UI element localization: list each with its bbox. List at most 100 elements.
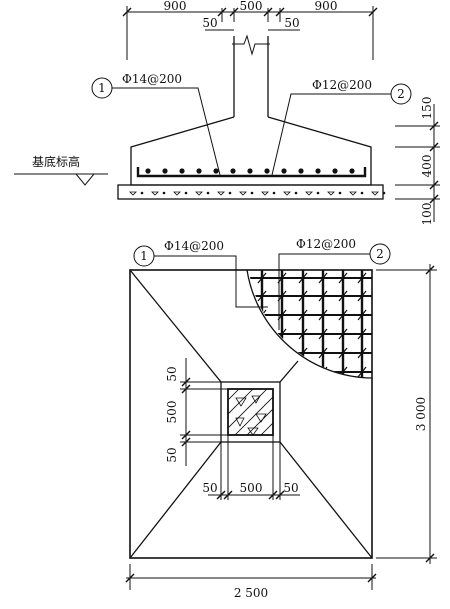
blinding-layer <box>117 184 386 200</box>
rebar-dot <box>196 168 202 174</box>
dim-top-center: 500 <box>240 0 263 13</box>
mesh-tie-tick <box>318 272 328 284</box>
mesh-tie-tick <box>277 347 287 359</box>
blinding-mark <box>129 191 137 196</box>
mesh-tie-tick <box>257 347 267 359</box>
plan-dim-left-middle: 500 <box>165 401 179 424</box>
ground-level-marker <box>14 173 108 186</box>
bottom-rebar <box>136 167 367 178</box>
dim-slope-height: 150 <box>420 97 434 120</box>
blinding-mark <box>327 191 335 196</box>
ground-level-label: 基底标高 <box>32 154 80 169</box>
blinding-dot <box>338 191 342 195</box>
mesh-tie-tick <box>338 272 348 284</box>
plan-bottom-inner-dims <box>208 435 300 500</box>
plan-rebar-1-spec: Φ14@200 <box>164 239 224 253</box>
dim-top-right: 900 <box>315 0 338 13</box>
rebar-dot <box>179 168 185 174</box>
mesh-tie-tick <box>338 290 348 302</box>
plan-dim-bottom-left: 50 <box>202 481 217 495</box>
plan-left-dims <box>180 358 228 466</box>
plan-rebar-2-marker: 2 <box>376 247 384 261</box>
plan-footing-outline <box>129 269 373 559</box>
mesh-tie-tick <box>357 272 367 284</box>
dim-col-offset-right: 50 <box>284 16 299 30</box>
blinding-mark <box>305 191 313 196</box>
mesh-tie-tick <box>298 309 308 321</box>
plan-column-core <box>227 388 274 436</box>
rebar-dot <box>145 168 151 174</box>
mesh-tie-tick <box>298 366 308 378</box>
top-dimension-chain <box>122 6 378 60</box>
mesh-tie-tick <box>338 328 348 340</box>
blinding-mark <box>283 191 291 196</box>
plan-dim-bottom-middle: 500 <box>240 481 263 495</box>
rebar-dot <box>247 168 253 174</box>
mesh-tie-tick <box>357 309 367 321</box>
mesh-tie-tick <box>318 347 328 359</box>
mesh-tie-tick <box>357 290 367 302</box>
blinding-mark <box>261 191 269 196</box>
rebar-dot <box>281 168 287 174</box>
plan-dim-left-bottom: 50 <box>165 447 179 462</box>
mesh-tie-tick <box>338 347 348 359</box>
blinding-mark <box>371 191 379 196</box>
blinding-mark <box>151 191 159 196</box>
blinding-dot <box>272 191 276 195</box>
section-rebar-1-marker: 1 <box>98 81 106 95</box>
section-rebar-2-marker: 2 <box>397 87 405 101</box>
mesh-tie-tick <box>318 328 328 340</box>
dim-bed-height: 100 <box>420 203 434 226</box>
section-rebar-1-spec: Φ14@200 <box>122 72 182 86</box>
rebar-dot <box>298 168 304 174</box>
dim-col-offset-left: 50 <box>202 16 217 30</box>
plan-rebar-1-callout: 1 Φ14@200 <box>133 239 268 308</box>
mesh-tie-tick <box>298 272 308 284</box>
plan-width-dim <box>125 564 377 590</box>
dim-top-left: 900 <box>164 0 187 13</box>
blinding-dot <box>184 191 188 195</box>
mesh-tie-tick <box>298 328 308 340</box>
plan-rebar-1-marker: 1 <box>140 249 148 263</box>
blinding-mark <box>217 191 225 196</box>
plan-slope-lines <box>129 269 373 559</box>
blinding-dot <box>294 191 298 195</box>
mesh-tie-tick <box>257 290 267 302</box>
plan-view: 1 Φ14@200 2 Φ12@200 50 500 50 <box>125 237 437 600</box>
plan-column-hatch <box>228 389 273 435</box>
mesh-tie-tick <box>318 290 328 302</box>
plan-rebar-2-spec: Φ12@200 <box>296 237 356 251</box>
mesh-tie-tick <box>357 366 367 378</box>
mesh-tie-tick <box>257 272 267 284</box>
rebar-dot <box>213 168 219 174</box>
blinding-dot <box>316 191 320 195</box>
mesh-tie-tick <box>257 366 267 378</box>
section-rebar-1-callout: 1 Φ14@200 <box>91 72 221 176</box>
mesh-tie-tick <box>357 328 367 340</box>
section-view: 900 500 900 50 50 基底标高 <box>14 0 440 225</box>
plan-rebar-2-callout: 2 Φ12@200 <box>278 237 391 330</box>
rebar-dot <box>315 168 321 174</box>
blinding-mark <box>349 191 357 196</box>
rebar-dot <box>264 168 270 174</box>
section-rebar-2-callout: 2 Φ12@200 <box>271 78 412 176</box>
blinding-dot <box>382 191 386 195</box>
section-rebar-2-spec: Φ12@200 <box>312 78 372 92</box>
blinding-mark <box>239 191 247 196</box>
blinding-mark <box>195 191 203 196</box>
blinding-mark <box>173 191 181 196</box>
column-section <box>232 34 270 117</box>
plan-dim-height: 3 000 <box>414 397 428 431</box>
rebar-dot <box>230 168 236 174</box>
mesh-tie-tick <box>338 309 348 321</box>
rebar-dot <box>349 168 355 174</box>
rebar-dot <box>162 168 168 174</box>
plan-height-dim <box>376 264 437 564</box>
mesh-tie-tick <box>298 290 308 302</box>
blinding-dot <box>140 191 144 195</box>
blinding-dot <box>206 191 210 195</box>
mesh-tie-tick <box>357 347 367 359</box>
mesh-tie-tick <box>318 309 328 321</box>
blinding-dot <box>162 191 166 195</box>
